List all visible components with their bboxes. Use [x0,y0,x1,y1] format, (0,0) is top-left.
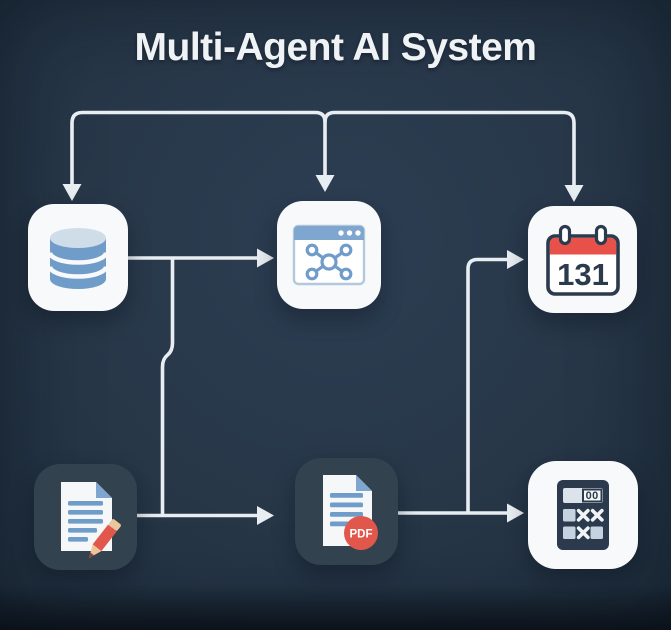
connector-branch-down [160,258,175,516]
diagram-title: Multi-Agent AI System [134,26,537,69]
calculator-icon: 00 [557,480,609,550]
connector-bus-right [323,110,576,187]
arrowhead-to-browser-top [315,175,335,192]
calculator-display-value: 00 [586,490,599,502]
calendar-date-label: 131 [557,257,609,292]
arrowhead-doc-pdf [257,506,274,525]
arrowhead-pdf-calc [507,503,524,523]
arrowhead-to-calendar-top [564,185,584,202]
node-calendar: 131 [528,206,637,313]
browser-network-icon [292,224,366,286]
arrowhead-db-browser [257,248,274,268]
connector-bus-left [70,110,327,186]
node-calculator: 00 [528,461,638,569]
node-agent-network-window [277,201,381,309]
node-pdf-document: PDF [295,458,398,565]
document-pencil-icon [60,482,121,558]
database-icon [47,227,109,289]
pencil-glyph [88,519,121,558]
pdf-document-icon: PDF [322,474,378,550]
pdf-badge-label: PDF [349,528,372,540]
node-document-editor [34,464,137,570]
connector-branch-up [466,257,508,513]
node-database [28,204,128,311]
calendar-icon: 131 [545,224,620,296]
arrowhead-branch-calendar [507,250,524,269]
arrowhead-to-database [62,184,82,201]
